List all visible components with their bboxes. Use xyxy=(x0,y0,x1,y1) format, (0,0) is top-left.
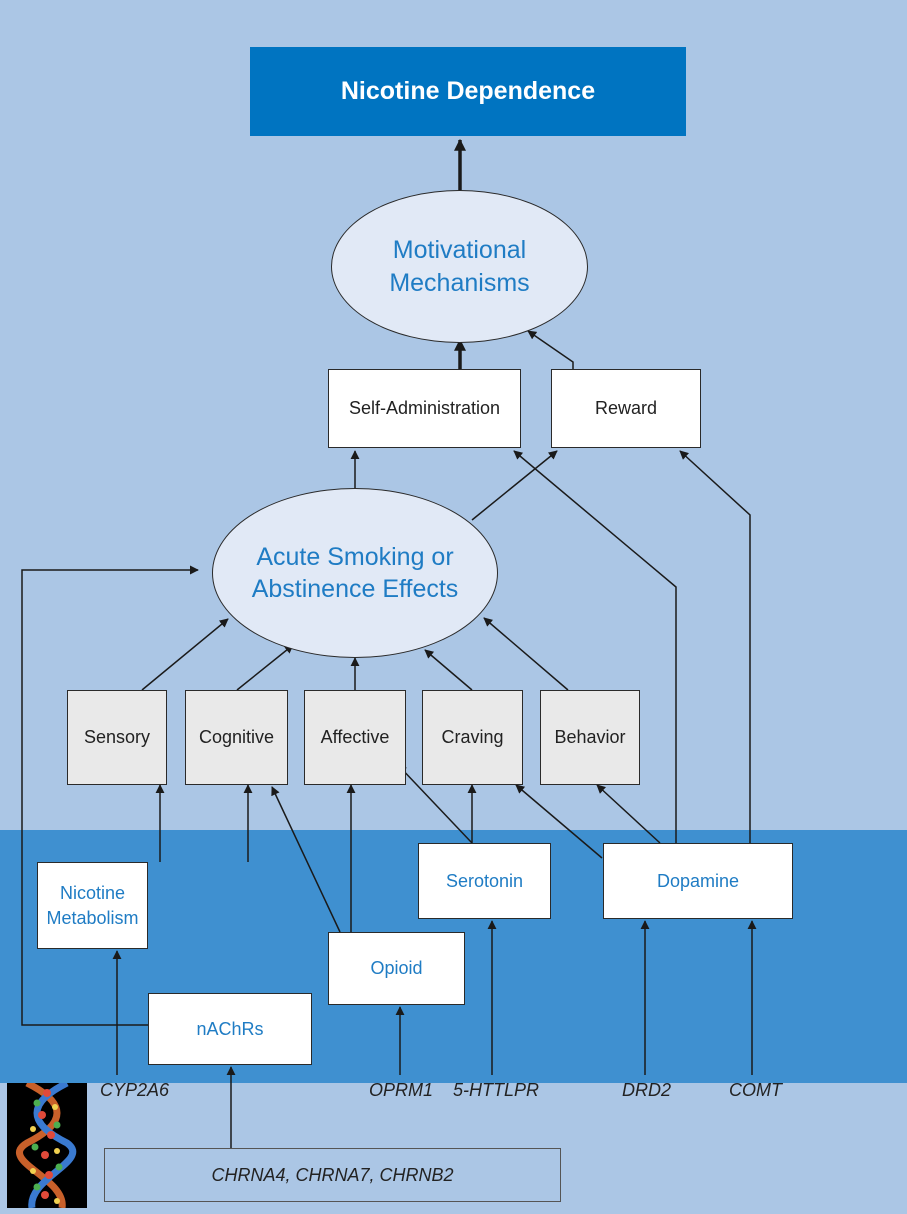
self-administration-box: Self-Administration xyxy=(328,369,521,448)
behavior-box: Behavior xyxy=(540,690,640,785)
reward-box: Reward xyxy=(551,369,701,448)
arrow-sensory-to-acute xyxy=(141,618,229,691)
gene-drd2: DRD2 xyxy=(622,1080,672,1100)
metabolism-line2: Metabolism xyxy=(46,907,139,928)
chrna-genes-box: CHRNA4, CHRNA7, CHRNB2 xyxy=(104,1148,561,1202)
gene-5httlpr: 5-HTTLPR xyxy=(453,1080,540,1100)
arrow-dopamine-to-selfadmin xyxy=(513,450,677,843)
acute-effects-node: Acute Smoking or Abstinence Effects xyxy=(212,488,498,658)
gene-comt: COMT xyxy=(729,1080,782,1100)
arrow-reward-to-motivational xyxy=(527,330,574,369)
acute-line1: Acute Smoking or xyxy=(256,542,454,571)
arrow-feedback-to-acute xyxy=(21,565,199,1026)
arrow-acute-to-reward xyxy=(471,450,558,521)
motivational-mechanisms-node: Motivational Mechanisms xyxy=(331,190,588,343)
nicotine-dependence-title: Nicotine Dependence xyxy=(250,47,686,136)
arrow-dopamine-to-behavior xyxy=(596,784,661,844)
gene-cyp2a6: CYP2A6 xyxy=(100,1080,170,1100)
arrow-opioid-to-cognitive xyxy=(271,786,341,933)
craving-box: Craving xyxy=(422,690,523,785)
arrow-serotonin-to-affective xyxy=(397,764,473,844)
dna-helix-graphic xyxy=(16,1083,77,1208)
motivational-line2: Mechanisms xyxy=(389,268,530,297)
sensory-box: Sensory xyxy=(67,690,167,785)
opioid-box: Opioid xyxy=(328,932,465,1005)
affective-box: Affective xyxy=(304,690,406,785)
gene-oprm1: OPRM1 xyxy=(369,1080,434,1100)
arrow-craving-to-acute xyxy=(424,649,473,691)
dna-helix-image xyxy=(7,1083,87,1208)
dopamine-box: Dopamine xyxy=(603,843,793,919)
nachrs-box: nAChRs xyxy=(148,993,312,1065)
metabolism-line1: Nicotine xyxy=(59,883,126,904)
acute-line2: Abstinence Effects xyxy=(251,575,459,603)
cognitive-box: Cognitive xyxy=(185,690,288,785)
arrow-behavior-to-acute xyxy=(483,617,569,691)
arrow-dopamine-to-craving xyxy=(515,784,603,859)
nicotine-metabolism-box: Nicotine Metabolism xyxy=(37,862,148,949)
arrow-dopamine-to-reward xyxy=(679,450,751,843)
serotonin-box: Serotonin xyxy=(418,843,551,919)
arrow-cognitive-to-acute xyxy=(236,644,294,691)
motivational-line1: Motivational xyxy=(392,236,527,264)
